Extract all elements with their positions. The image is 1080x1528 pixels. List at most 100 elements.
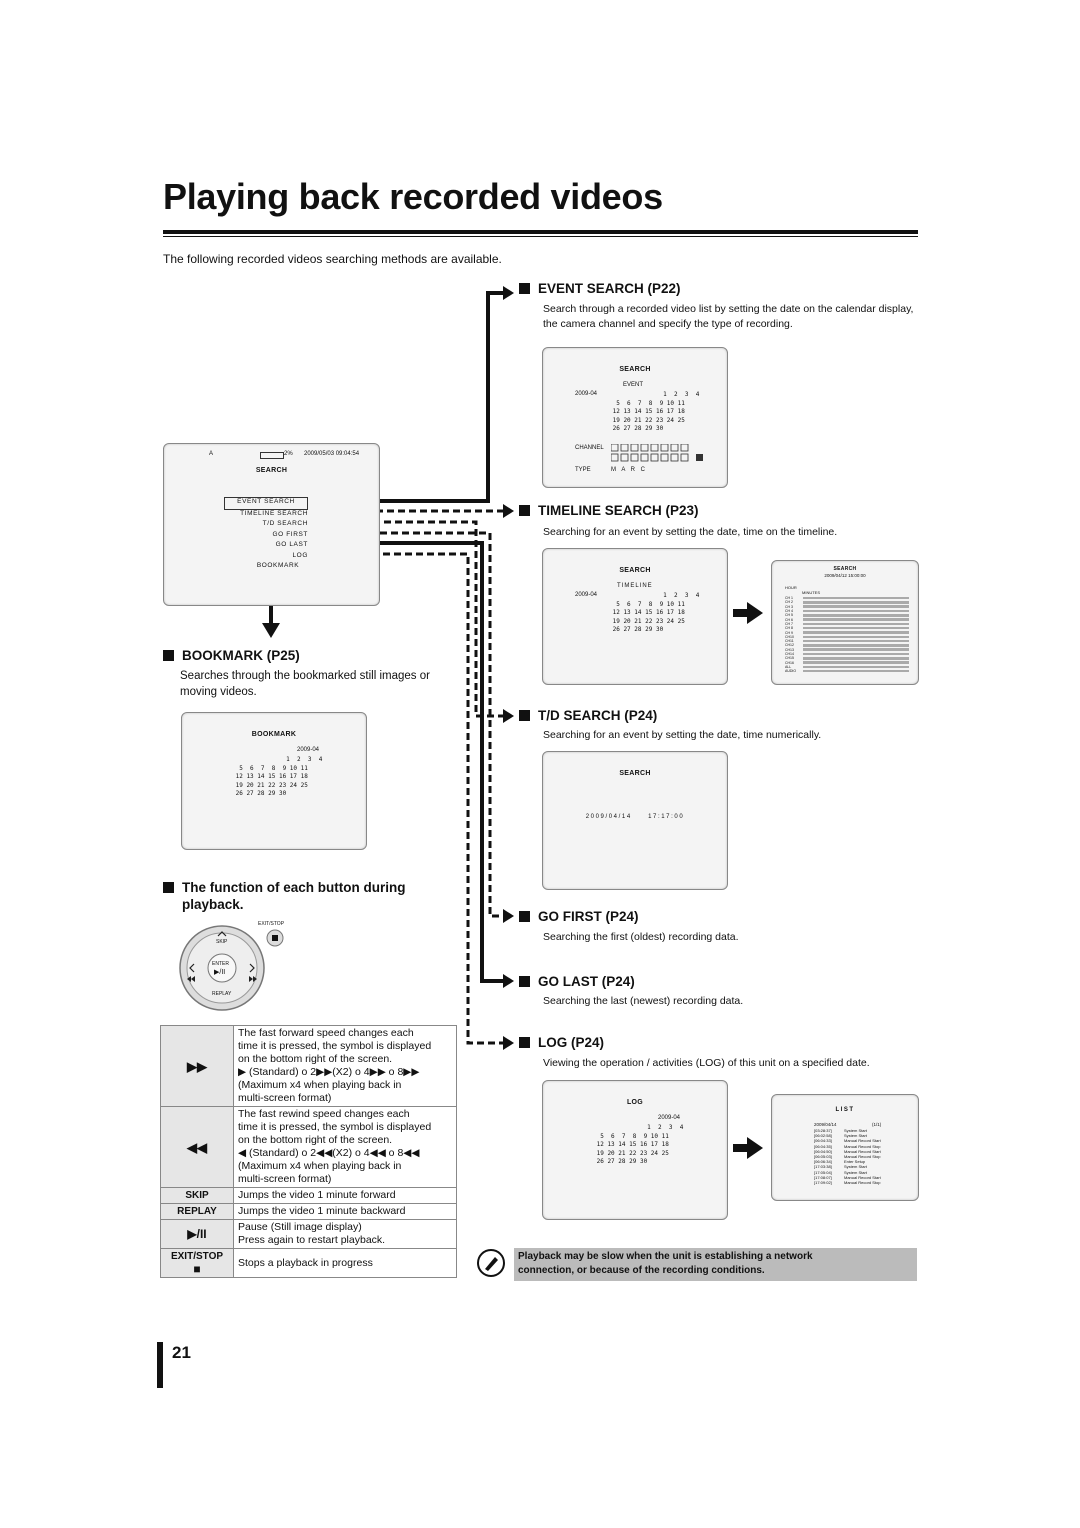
go-last-desc: Searching the last (newest) recording da… bbox=[543, 995, 744, 1007]
skip-desc: Jumps the video 1 minute forward bbox=[233, 1187, 457, 1204]
event-search-screen: SEARCH EVENT 2009-04 1 2 3 4 5 6 7 8 9 1… bbox=[542, 347, 728, 488]
timeline-channel-row: CH10 bbox=[785, 635, 909, 639]
td-search-screen: SEARCH 2009/04/14 17:17:00 bbox=[542, 751, 728, 890]
remote-enter-label: ENTER bbox=[212, 961, 229, 967]
event-screen-month: 2009-04 bbox=[575, 391, 598, 397]
rewind-icon: ◀◀ bbox=[160, 1106, 234, 1188]
menu-list: EVENT SEARCH TIMELINE SEARCH T/D SEARCH … bbox=[224, 497, 308, 573]
buttons-heading: The function of each button during playb… bbox=[163, 879, 453, 913]
title-rule bbox=[163, 230, 918, 234]
timeline-channel-row: CH 6 bbox=[785, 617, 909, 622]
event-screen-sub: EVENT bbox=[623, 382, 644, 388]
menu-item-timeline-search[interactable]: TIMELINE SEARCH bbox=[240, 509, 308, 517]
status-datetime: 2009/05/03 09:04:54 bbox=[304, 451, 360, 457]
bullet-square-icon bbox=[519, 283, 530, 294]
timeline-channel-row: CH 9 bbox=[785, 630, 909, 635]
bookmark-heading: BOOKMARK (P25) bbox=[163, 648, 300, 663]
status-camera: A bbox=[209, 451, 214, 457]
menu-item-event-search[interactable]: EVENT SEARCH bbox=[224, 497, 308, 510]
title-rule-thin bbox=[163, 236, 918, 237]
fast-forward-icon: ▶▶ bbox=[160, 1025, 234, 1107]
timeline-channel-row: CH 7 bbox=[785, 622, 909, 626]
table-row: EXIT/STOP■ Stops a playback in progress bbox=[160, 1248, 457, 1278]
menu-item-go-first[interactable]: GO FIRST bbox=[272, 530, 308, 538]
page-title: Playing back recorded videos bbox=[163, 176, 663, 217]
search-menu-screen: A 2% 2009/05/03 09:04:54 SEARCH EVENT SE… bbox=[163, 443, 380, 606]
menu-item-td-search[interactable]: T/D SEARCH bbox=[262, 520, 308, 527]
menu-title: SEARCH bbox=[255, 467, 288, 474]
bullet-square-icon bbox=[519, 911, 530, 922]
page-number-bar bbox=[157, 1342, 163, 1388]
log-list-item: [03:28:37]System Start bbox=[814, 1128, 867, 1133]
timeline-channel-row: AUDIO bbox=[785, 669, 909, 673]
bullet-square-icon bbox=[519, 1037, 530, 1048]
log-calendar: 1 2 3 4 5 6 7 8 9 10 11 12 13 14 15 16 1… bbox=[593, 1124, 684, 1165]
menu-item-log[interactable]: LOG bbox=[292, 551, 308, 559]
menu-item-go-last[interactable]: GO LAST bbox=[275, 541, 308, 548]
replay-key: REPLAY bbox=[160, 1203, 234, 1220]
timeline-channel-row: CH15 bbox=[785, 656, 909, 660]
timeline-channel-row: CH11 bbox=[785, 639, 909, 643]
timeline-channel-row: CH16 bbox=[785, 660, 909, 665]
timeline2-minutes: MINUTES bbox=[802, 590, 820, 595]
event-calendar: 1 2 3 4 5 6 7 8 9 10 11 12 13 14 15 16 1… bbox=[609, 391, 700, 432]
play-pause-icon: ▶/II bbox=[214, 969, 226, 976]
channel-checkboxes bbox=[610, 443, 707, 469]
td-search-desc: Searching for an event by setting the da… bbox=[543, 729, 822, 741]
event-search-desc: Search through a recorded video list by … bbox=[543, 303, 914, 330]
bookmark-desc: Searches through the bookmarked still im… bbox=[180, 670, 430, 698]
go-first-heading: GO FIRST (P24) bbox=[519, 909, 639, 924]
timeline-screen-sub: TIMELINE bbox=[617, 583, 653, 589]
timeline-channel-row: CH 8 bbox=[785, 626, 909, 630]
timeline-calendar-screen: SEARCH TIMELINE 2009-04 1 2 3 4 5 6 7 8 … bbox=[542, 548, 728, 685]
channel-label: CHANNEL bbox=[575, 445, 604, 451]
remote-control-diagram: EXIT/STOP SKIP ENTER ▶/II REPLAY bbox=[178, 918, 298, 1018]
log-desc: Viewing the operation / activities (LOG)… bbox=[543, 1057, 870, 1069]
timeline-channel-row: CH12 bbox=[785, 643, 909, 647]
log-list-item: [17:09:02]Manual Record Stop bbox=[814, 1180, 881, 1186]
note-pencil-icon bbox=[476, 1248, 506, 1283]
log-calendar-screen: LOG 2009-04 1 2 3 4 5 6 7 8 9 10 11 12 1… bbox=[542, 1080, 728, 1220]
go-last-heading: GO LAST (P24) bbox=[519, 974, 635, 989]
timeline-channel-row: CH14 bbox=[785, 652, 909, 656]
note-box: Playback may be slow when the unit is es… bbox=[514, 1248, 917, 1281]
bullet-square-icon bbox=[519, 505, 530, 516]
page-number: 21 bbox=[172, 1343, 191, 1362]
timeline-channel-row: CH 5 bbox=[785, 613, 909, 617]
log-list-item: [06:04:35]Manual Record Stop bbox=[814, 1143, 881, 1149]
type-label: TYPE bbox=[575, 467, 591, 473]
timeline-channel-row: CH 4 bbox=[785, 609, 909, 613]
menu-item-bookmark[interactable]: BOOKMARK bbox=[256, 562, 300, 569]
remote-replay-label: REPLAY bbox=[212, 991, 232, 997]
timeline-search-desc: Searching for an event by setting the da… bbox=[543, 526, 838, 538]
timeline-search-heading: TIMELINE SEARCH (P23) bbox=[519, 503, 699, 518]
type-value: M A R C bbox=[611, 467, 648, 473]
bookmark-screen-month: 2009-04 bbox=[297, 747, 320, 753]
table-row: ▶/II Pause (Still image display)Press ag… bbox=[160, 1219, 457, 1249]
timeline-bars-screen: SEARCH 2009/04/12 15:00:00 HOUR MINUTES … bbox=[771, 560, 919, 685]
timeline-channel-row: CH 2 bbox=[785, 600, 909, 604]
log-heading: LOG (P24) bbox=[519, 1035, 604, 1050]
timeline-channel-row: ALL bbox=[785, 665, 909, 669]
play-pause-icon: ▶/II bbox=[160, 1219, 234, 1249]
timeline-screen-title: SEARCH bbox=[619, 567, 651, 574]
remote-exit-stop-label: EXIT/STOP bbox=[258, 921, 285, 927]
timeline-channel-row: CH 3 bbox=[785, 605, 909, 609]
td-search-heading: T/D SEARCH (P24) bbox=[519, 708, 657, 723]
log-list-item: [06:06:34]Enter Setup bbox=[814, 1159, 866, 1165]
skip-key: SKIP bbox=[160, 1187, 234, 1204]
event-screen-title: SEARCH bbox=[619, 366, 651, 373]
log-list-item: [06:04:50]Manual Record Start bbox=[814, 1148, 881, 1154]
bullet-square-icon bbox=[163, 882, 174, 893]
log-list-date: 2009/04/14 bbox=[814, 1122, 837, 1127]
bullet-square-icon bbox=[163, 650, 174, 661]
log-screen-title: LOG bbox=[626, 1099, 644, 1106]
go-first-desc: Searching the first (oldest) recording d… bbox=[543, 931, 739, 943]
log-screen-month: 2009-04 bbox=[658, 1115, 681, 1121]
td-screen-value: 2009/04/14 17:17:00 bbox=[585, 814, 685, 820]
